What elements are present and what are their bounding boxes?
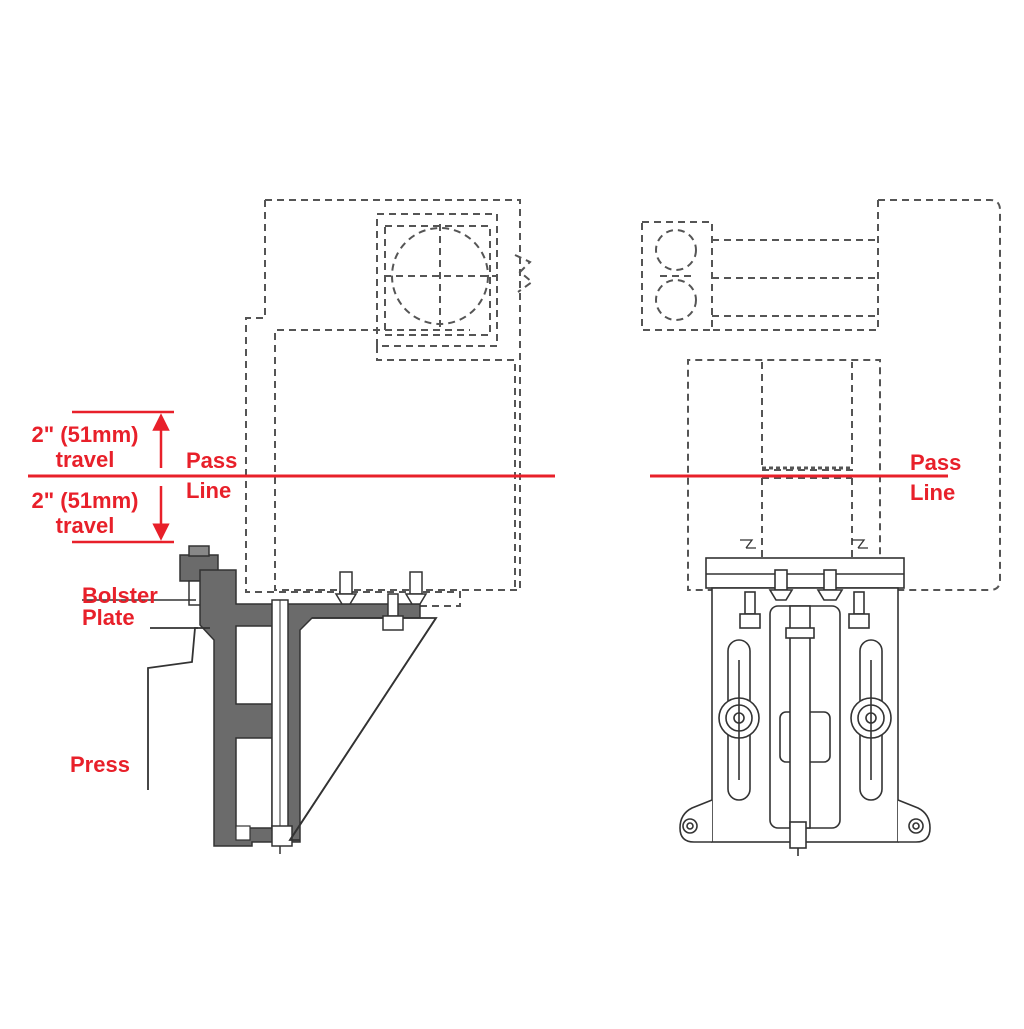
pass-line-label-right: Pass Line — [910, 450, 962, 505]
pass-line-label-left: Pass Line — [186, 448, 238, 503]
weld-symbols — [740, 539, 868, 549]
left-dashed-outline — [245, 199, 534, 607]
press-label: Press — [70, 752, 130, 777]
right-bracket-assembly — [679, 557, 931, 856]
travel-down-label: 2" (51mm) travel — [31, 488, 139, 538]
travel-up-label: 2" (51mm) travel — [31, 422, 139, 472]
left-bracket-assembly — [179, 545, 438, 854]
press-outline — [147, 627, 210, 790]
right-dashed-outline — [641, 199, 1001, 591]
travel-dimension — [72, 410, 174, 544]
bolster-plate-label: Bolster Plate — [82, 583, 158, 630]
